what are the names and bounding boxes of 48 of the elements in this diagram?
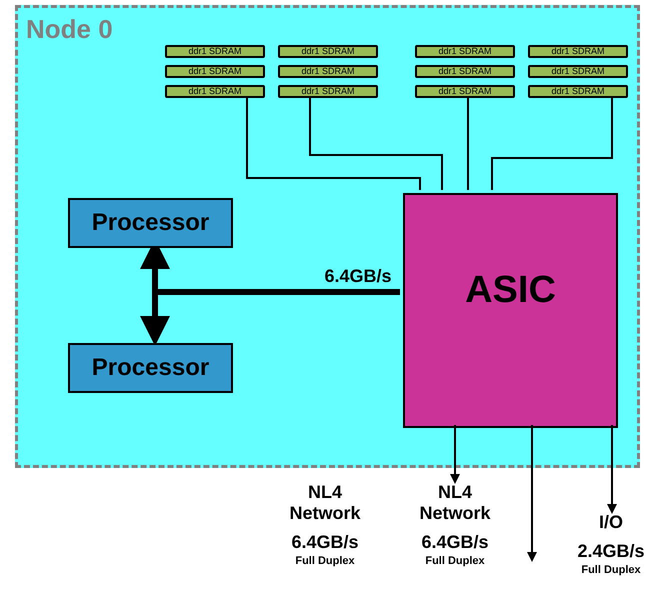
module-label: ddr1 SDRAM — [188, 47, 242, 56]
asic-chip — [403, 193, 618, 428]
memory-module — [528, 65, 628, 78]
region-title: Node 0 — [26, 14, 113, 45]
module-label: ddr1 SDRAM — [301, 67, 354, 76]
module-label: ddr1 SDRAM — [438, 67, 492, 76]
module-label: ddr1 SDRAM — [551, 67, 604, 76]
memory-module — [278, 85, 378, 98]
module-label: ddr1 SDRAM — [188, 67, 242, 76]
arrow — [450, 425, 460, 484]
memory-module — [278, 45, 378, 58]
module-label: ddr1 SDRAM — [438, 87, 492, 96]
duplex-label: Full Duplex — [424, 555, 486, 567]
memory-module — [415, 85, 515, 98]
bus-line — [491, 95, 613, 190]
memory-module — [528, 85, 628, 98]
module-label: ddr1 SDRAM — [551, 47, 604, 56]
port-name: NL4 Network — [418, 482, 492, 524]
bandwidth-label: 6.4GB/s — [290, 532, 360, 553]
module-label: ddr1 SDRAM — [301, 87, 354, 96]
module-label: ddr1 SDRAM — [188, 87, 242, 96]
duplex-label: Full Duplex — [294, 555, 356, 567]
bandwidth-label: 6.4GB/s — [420, 532, 490, 553]
module-label: ddr1 SDRAM — [551, 87, 604, 96]
memory-module — [278, 65, 378, 78]
memory-module — [528, 45, 628, 58]
memory-module — [165, 85, 265, 98]
processor-box — [68, 343, 233, 393]
module-label: ddr1 SDRAM — [438, 47, 492, 56]
bus-line — [309, 95, 443, 190]
processor-label: Processor — [92, 209, 210, 237]
arrow — [607, 425, 617, 514]
node-region — [15, 5, 640, 468]
processor-label: Processor — [92, 354, 210, 382]
bus-line — [246, 95, 421, 190]
bandwidth-label: 2.4GB/s — [576, 541, 646, 562]
module-label: ddr1 SDRAM — [301, 47, 354, 56]
bus-line — [467, 95, 469, 190]
memory-module — [415, 65, 515, 78]
memory-module — [415, 45, 515, 58]
processor-box — [68, 198, 233, 248]
memory-module — [165, 65, 265, 78]
port-name: NL4 Network — [288, 482, 362, 524]
duplex-label: Full Duplex — [580, 564, 642, 576]
arrow — [527, 425, 537, 562]
port-name: I/O — [598, 512, 624, 533]
memory-module — [165, 45, 265, 58]
asic-label: ASIC — [465, 269, 556, 312]
